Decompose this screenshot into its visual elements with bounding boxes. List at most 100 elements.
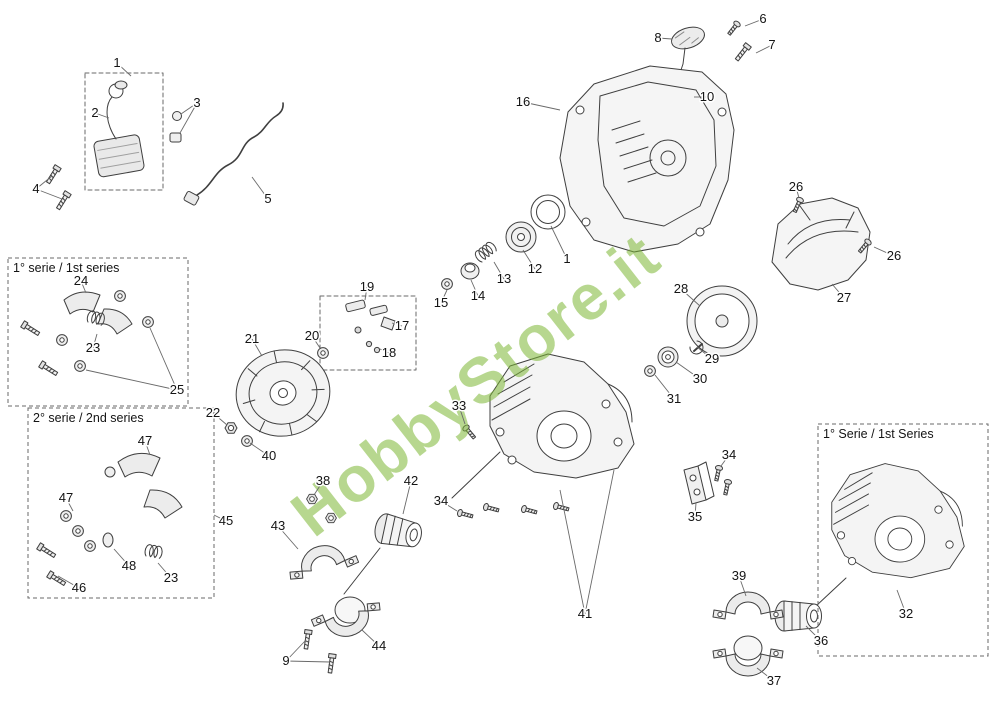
leader-line-26	[873, 246, 895, 257]
leader-line-34	[440, 500, 458, 512]
leader-line-33	[458, 405, 466, 425]
leader-line-41	[559, 489, 586, 615]
callout-38: 38	[316, 473, 330, 488]
callout-34: 34	[434, 493, 448, 508]
callout-23: 23	[86, 340, 100, 355]
leader-line-1	[116, 62, 132, 77]
callout-5: 5	[264, 191, 271, 206]
callout-21: 21	[245, 331, 259, 346]
callout-32: 32	[899, 606, 913, 621]
ignition-module	[84, 72, 164, 191]
callout-28: 28	[674, 281, 688, 296]
starter-internals	[441, 194, 566, 290]
series-box-0: 1° serie / 1st series	[7, 257, 189, 407]
leader-line-25	[85, 369, 178, 391]
callout-39: 39	[732, 568, 746, 583]
leader-line-39	[738, 575, 747, 597]
series-box-label: 1° serie / 1st series	[13, 261, 119, 275]
callout-44: 44	[372, 638, 386, 653]
series-boxes-layer: 1° serie / 1st series 2° serie / 2nd seri…	[7, 257, 989, 657]
leader-line-20	[311, 335, 321, 349]
leader-line-23	[92, 333, 98, 349]
leader-line-2	[94, 112, 110, 119]
callout-25: 25	[170, 382, 184, 397]
leader-line-21	[251, 338, 263, 357]
callout-24: 24	[74, 273, 88, 288]
callout-46: 46	[72, 580, 86, 595]
clutch-drum-group	[644, 285, 758, 377]
leader-line-47	[65, 497, 74, 512]
leader-line-32	[896, 589, 907, 615]
leader-line-5	[251, 176, 269, 200]
leader-line-17	[391, 322, 403, 327]
series-box-label: 2° serie / 2nd series	[33, 411, 144, 425]
engine-cover	[771, 197, 871, 291]
bracket-35	[683, 461, 715, 505]
callout-4: 4	[32, 181, 39, 196]
leader-line-47	[144, 440, 151, 456]
callout-43: 43	[271, 518, 285, 533]
leader-line-42	[402, 480, 412, 515]
leader-line-48	[113, 548, 130, 567]
callout-26: 26	[887, 248, 901, 263]
callout-2: 2	[91, 105, 98, 120]
starter-housing	[559, 65, 735, 253]
series-box-1: 2° serie / 2nd series	[27, 407, 215, 599]
shaft-coupler-42	[343, 511, 425, 595]
leader-line-15	[440, 289, 448, 304]
callout-42: 42	[404, 473, 418, 488]
mounting-screws-4	[44, 164, 72, 212]
callout-29: 29	[705, 351, 719, 366]
flywheel	[235, 349, 331, 437]
leader-line-46	[57, 575, 80, 589]
callout-23: 23	[164, 570, 178, 585]
screws-9	[301, 629, 337, 674]
leader-line-34	[720, 454, 730, 467]
callout-26: 26	[789, 179, 803, 194]
leader-line-9	[285, 660, 331, 663]
callout-14: 14	[471, 288, 485, 303]
leader-line-23	[157, 562, 172, 579]
callout-9: 9	[282, 653, 289, 668]
pawl-kit	[317, 295, 417, 371]
flywheel-washer	[241, 435, 253, 447]
screw-6	[725, 19, 742, 37]
leader-line-12	[522, 249, 536, 270]
leader-line-25	[149, 327, 178, 391]
leader-line-29	[696, 346, 713, 360]
leader-line-1	[550, 225, 568, 260]
callout-19: 19	[360, 279, 374, 294]
leader-line-8	[657, 37, 673, 40]
callout-20: 20	[305, 328, 319, 343]
gear-housing-center	[451, 353, 635, 499]
leader-line-4	[35, 188, 63, 200]
callout-48: 48	[122, 558, 136, 573]
screw-7	[733, 42, 752, 63]
callout-10: 10	[700, 89, 714, 104]
leader-line-37	[756, 667, 775, 682]
callout-36: 36	[814, 633, 828, 648]
leader-line-22	[212, 412, 228, 426]
leader-line-38	[313, 480, 324, 496]
leader-line-26	[795, 186, 800, 199]
wiring-harness	[183, 102, 284, 206]
callout-34: 34	[722, 447, 736, 462]
clutch-assembly-1st-series	[20, 290, 154, 378]
leader-line-30	[675, 361, 701, 380]
leader-line-18	[379, 348, 390, 354]
leader-line-43	[277, 525, 299, 550]
callout-3: 3	[193, 95, 200, 110]
leader-line-14	[470, 279, 479, 297]
callout-35: 35	[688, 509, 702, 524]
callout-16: 16	[516, 94, 530, 109]
screws-34-center	[456, 501, 570, 521]
series-box-label: 1° Serie / 1st Series	[823, 427, 934, 441]
leader-line-3	[180, 102, 198, 115]
leader-line-40	[249, 442, 270, 457]
series-box-border	[7, 257, 189, 407]
callout-13: 13	[497, 271, 511, 286]
leader-line-27	[831, 283, 845, 299]
